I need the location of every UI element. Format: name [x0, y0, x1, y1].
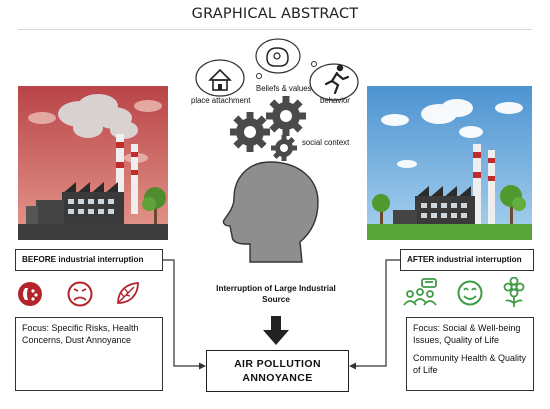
before-icons: [18, 281, 139, 307]
page-title: GRAPHICAL ABSTRACT: [191, 6, 359, 22]
after-focus-text-2: Community Health & Quality of Life: [413, 353, 527, 375]
flower-icon: [503, 277, 525, 307]
after-focus-text: Focus: Social & Well-being Issues, Quali…: [413, 323, 521, 345]
psychology-cluster: [195, 38, 359, 263]
interruption-label: Interruption of Large Industrial Source: [216, 284, 336, 304]
social-context-label: social context: [302, 138, 350, 147]
down-arrow-icon: [263, 316, 289, 345]
head-silhouette-icon: [222, 161, 319, 263]
beliefs-values-label: Beliefs & values: [256, 84, 312, 93]
before-focus-text: Focus: Specific Risks, Health Concerns, …: [22, 323, 139, 345]
community-icon: [403, 278, 437, 306]
brain-icon: [255, 38, 301, 79]
before-scene: [18, 86, 168, 240]
after-focus-box: Focus: Social & Well-being Issues, Quali…: [406, 317, 534, 391]
behavior-label: behavior: [320, 96, 350, 105]
sad-face-icon: [67, 281, 93, 307]
cough-icon: [18, 282, 42, 306]
air-pollution-annoyance-box: AIR POLLUTION ANNOYANCE: [206, 350, 349, 392]
gears-icon: [230, 96, 306, 161]
home-icon: [195, 59, 245, 97]
after-scene: [367, 86, 532, 240]
title-divider: [18, 29, 532, 30]
after-label-box: AFTER industrial interruption: [400, 249, 534, 271]
after-icons: [403, 277, 525, 307]
before-focus-box: Focus: Specific Risks, Health Concerns, …: [15, 317, 163, 391]
runner-icon: [309, 61, 359, 101]
before-label-box: BEFORE industrial interruption: [15, 249, 163, 271]
clean-factory-illustration: [367, 86, 532, 240]
leaf-icon: [117, 282, 139, 304]
happy-face-icon: [457, 280, 483, 306]
polluted-factory-illustration: [18, 86, 168, 240]
place-attachment-label: place attachment: [191, 96, 251, 105]
